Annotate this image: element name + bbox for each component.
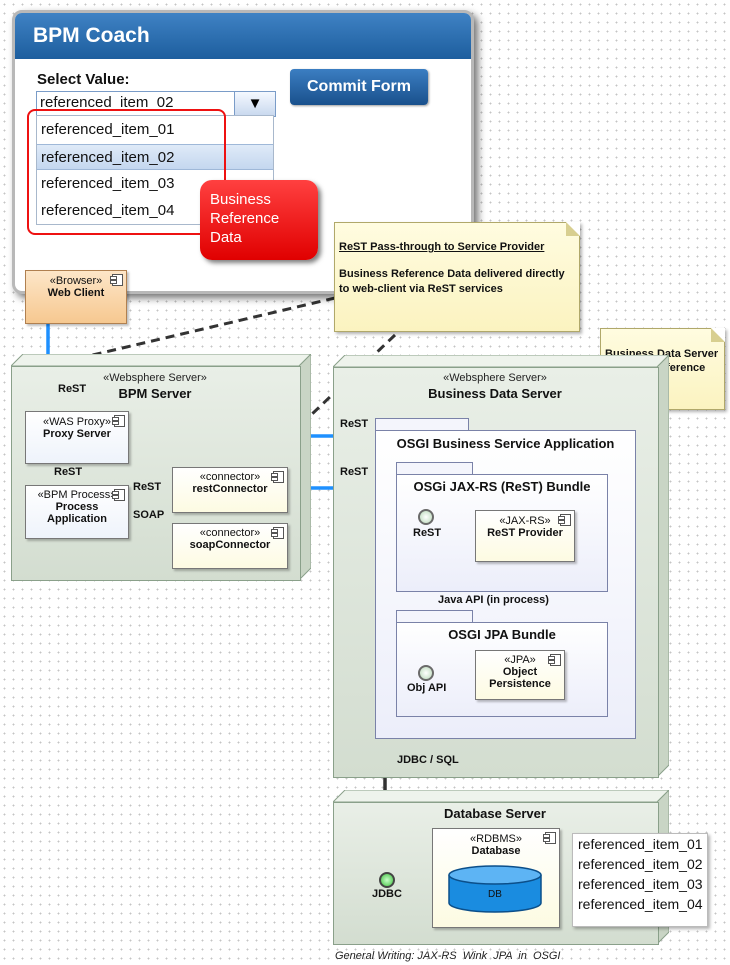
- footer-caption: General Writing: JAX-RS Wink JPA in OSGI: [335, 950, 561, 962]
- component-name: Proxy Server: [43, 428, 111, 440]
- stereotype: «BPM Process»: [37, 489, 117, 501]
- port-label: Obj API: [407, 682, 447, 694]
- component-icon: [110, 274, 123, 286]
- soap-label: SOAP: [133, 509, 165, 521]
- stereotype: «connector»: [199, 527, 261, 539]
- component-name: soapConnector: [189, 539, 271, 551]
- java-api-label: Java API (in process): [438, 594, 549, 606]
- component-name: ReST Provider: [487, 527, 563, 539]
- package-title: OSGI JPA Bundle: [448, 627, 556, 642]
- rest-label: ReST: [133, 481, 162, 493]
- stereotype: «WAS Proxy»: [42, 416, 112, 428]
- list-item: referenced_item_03: [578, 876, 703, 892]
- rest-connector-component: «connector» restConnector: [172, 467, 288, 513]
- note-body: Business Reference Data delivered direct…: [339, 268, 565, 295]
- component-name: Process Application: [47, 501, 107, 525]
- obj-api-port-icon: [418, 665, 434, 681]
- rest-label: ReST: [58, 383, 87, 395]
- business-reference-data-callout: Business Reference Data: [200, 180, 318, 260]
- database-cylinder-icon: [448, 865, 542, 913]
- package-title: OSGI Business Service Application: [396, 436, 615, 451]
- chevron-down-icon[interactable]: ▼: [234, 92, 275, 116]
- package-title: OSGi JAX-RS (ReST) Bundle: [413, 479, 591, 494]
- stereotype: «connector»: [199, 471, 261, 483]
- soap-connector-component: «connector» soapConnector: [172, 523, 288, 569]
- component-name: Object Persistence: [489, 666, 551, 690]
- rest-label: ReST: [54, 466, 83, 478]
- stereotype: «JAX-RS»: [499, 515, 551, 527]
- dropdown-option[interactable]: referenced_item_01: [41, 121, 175, 138]
- select-value-label: Select Value:: [37, 71, 130, 88]
- dropdown-option-selected[interactable]: referenced_item_02: [37, 144, 273, 170]
- jdbc-sql-label: JDBC / SQL: [397, 754, 459, 766]
- commit-form-button[interactable]: Commit Form: [290, 69, 428, 105]
- web-client-component: «Browser» Web Client: [25, 270, 127, 324]
- stereotype: «RDBMS»: [470, 833, 522, 845]
- select-current-value: referenced_item_02: [40, 94, 174, 111]
- port-label: JDBC: [372, 888, 402, 900]
- stereotype: «Websphere Server»: [103, 372, 207, 384]
- rest-provider-component: «JAX-RS» ReST Provider: [475, 510, 575, 562]
- database-component: «RDBMS» Database DB: [432, 828, 560, 928]
- rest-port-icon: [418, 509, 434, 525]
- component-name: Web Client: [47, 287, 105, 299]
- list-item: referenced_item_02: [578, 856, 703, 872]
- rest-label: ReST: [340, 466, 369, 478]
- dropdown-option[interactable]: referenced_item_03: [41, 175, 175, 192]
- component-name: Database: [471, 845, 521, 857]
- stereotype: «JPA»: [504, 654, 536, 666]
- coach-title: BPM Coach: [15, 13, 471, 59]
- rest-label: ReST: [340, 418, 369, 430]
- cylinder-label: DB: [488, 889, 502, 900]
- dropdown-option[interactable]: referenced_item_04: [41, 202, 175, 219]
- reference-items-list: referenced_item_01 referenced_item_02 re…: [572, 833, 708, 927]
- select-value-dropdown[interactable]: referenced_item_02 ▼: [36, 91, 276, 117]
- list-item: referenced_item_04: [578, 896, 703, 912]
- rest-passthrough-note: ReST Pass-through to Service Provider Bu…: [334, 222, 580, 332]
- node-title: Database Server: [444, 806, 546, 821]
- port-label: ReST: [413, 527, 442, 539]
- list-item: referenced_item_01: [578, 836, 703, 852]
- highlight-outline: [27, 109, 226, 235]
- note-title: ReST Pass-through to Service Provider: [339, 241, 545, 253]
- jdbc-port-icon: [379, 872, 395, 888]
- node-title: BPM Server: [118, 386, 192, 401]
- node-title: Business Data Server: [428, 386, 562, 401]
- object-persistence-component: «JPA» Object Persistence: [475, 650, 565, 700]
- proxy-server-component: «WAS Proxy» Proxy Server: [25, 411, 129, 464]
- stereotype: «Websphere Server»: [443, 372, 547, 384]
- component-name: restConnector: [192, 483, 268, 495]
- stereotype: «Browser»: [49, 275, 103, 287]
- process-application-component: «BPM Process» Process Application: [25, 485, 129, 539]
